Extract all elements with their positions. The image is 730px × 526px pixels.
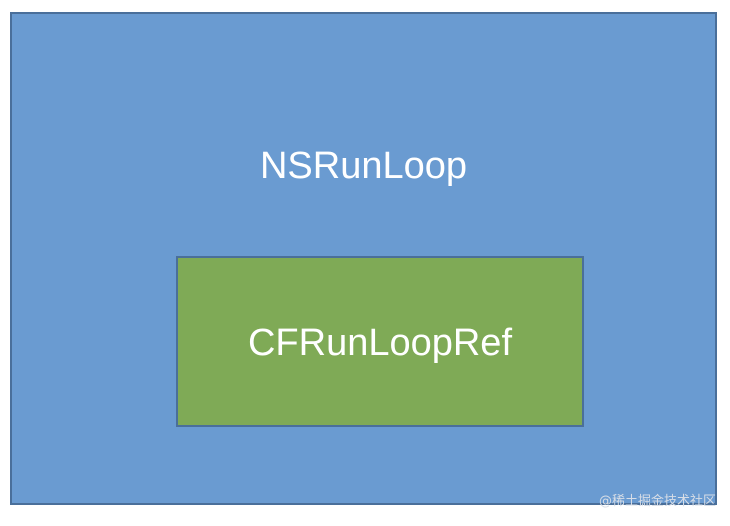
cfrunloopref-label: CFRunLoopRef: [247, 322, 513, 364]
watermark: @稀土掘金技术社区: [598, 494, 716, 509]
cfrunloopref-box: CFRunLoopRef: [176, 256, 584, 427]
nsrunloop-label: NSRunLoop: [259, 145, 468, 187]
